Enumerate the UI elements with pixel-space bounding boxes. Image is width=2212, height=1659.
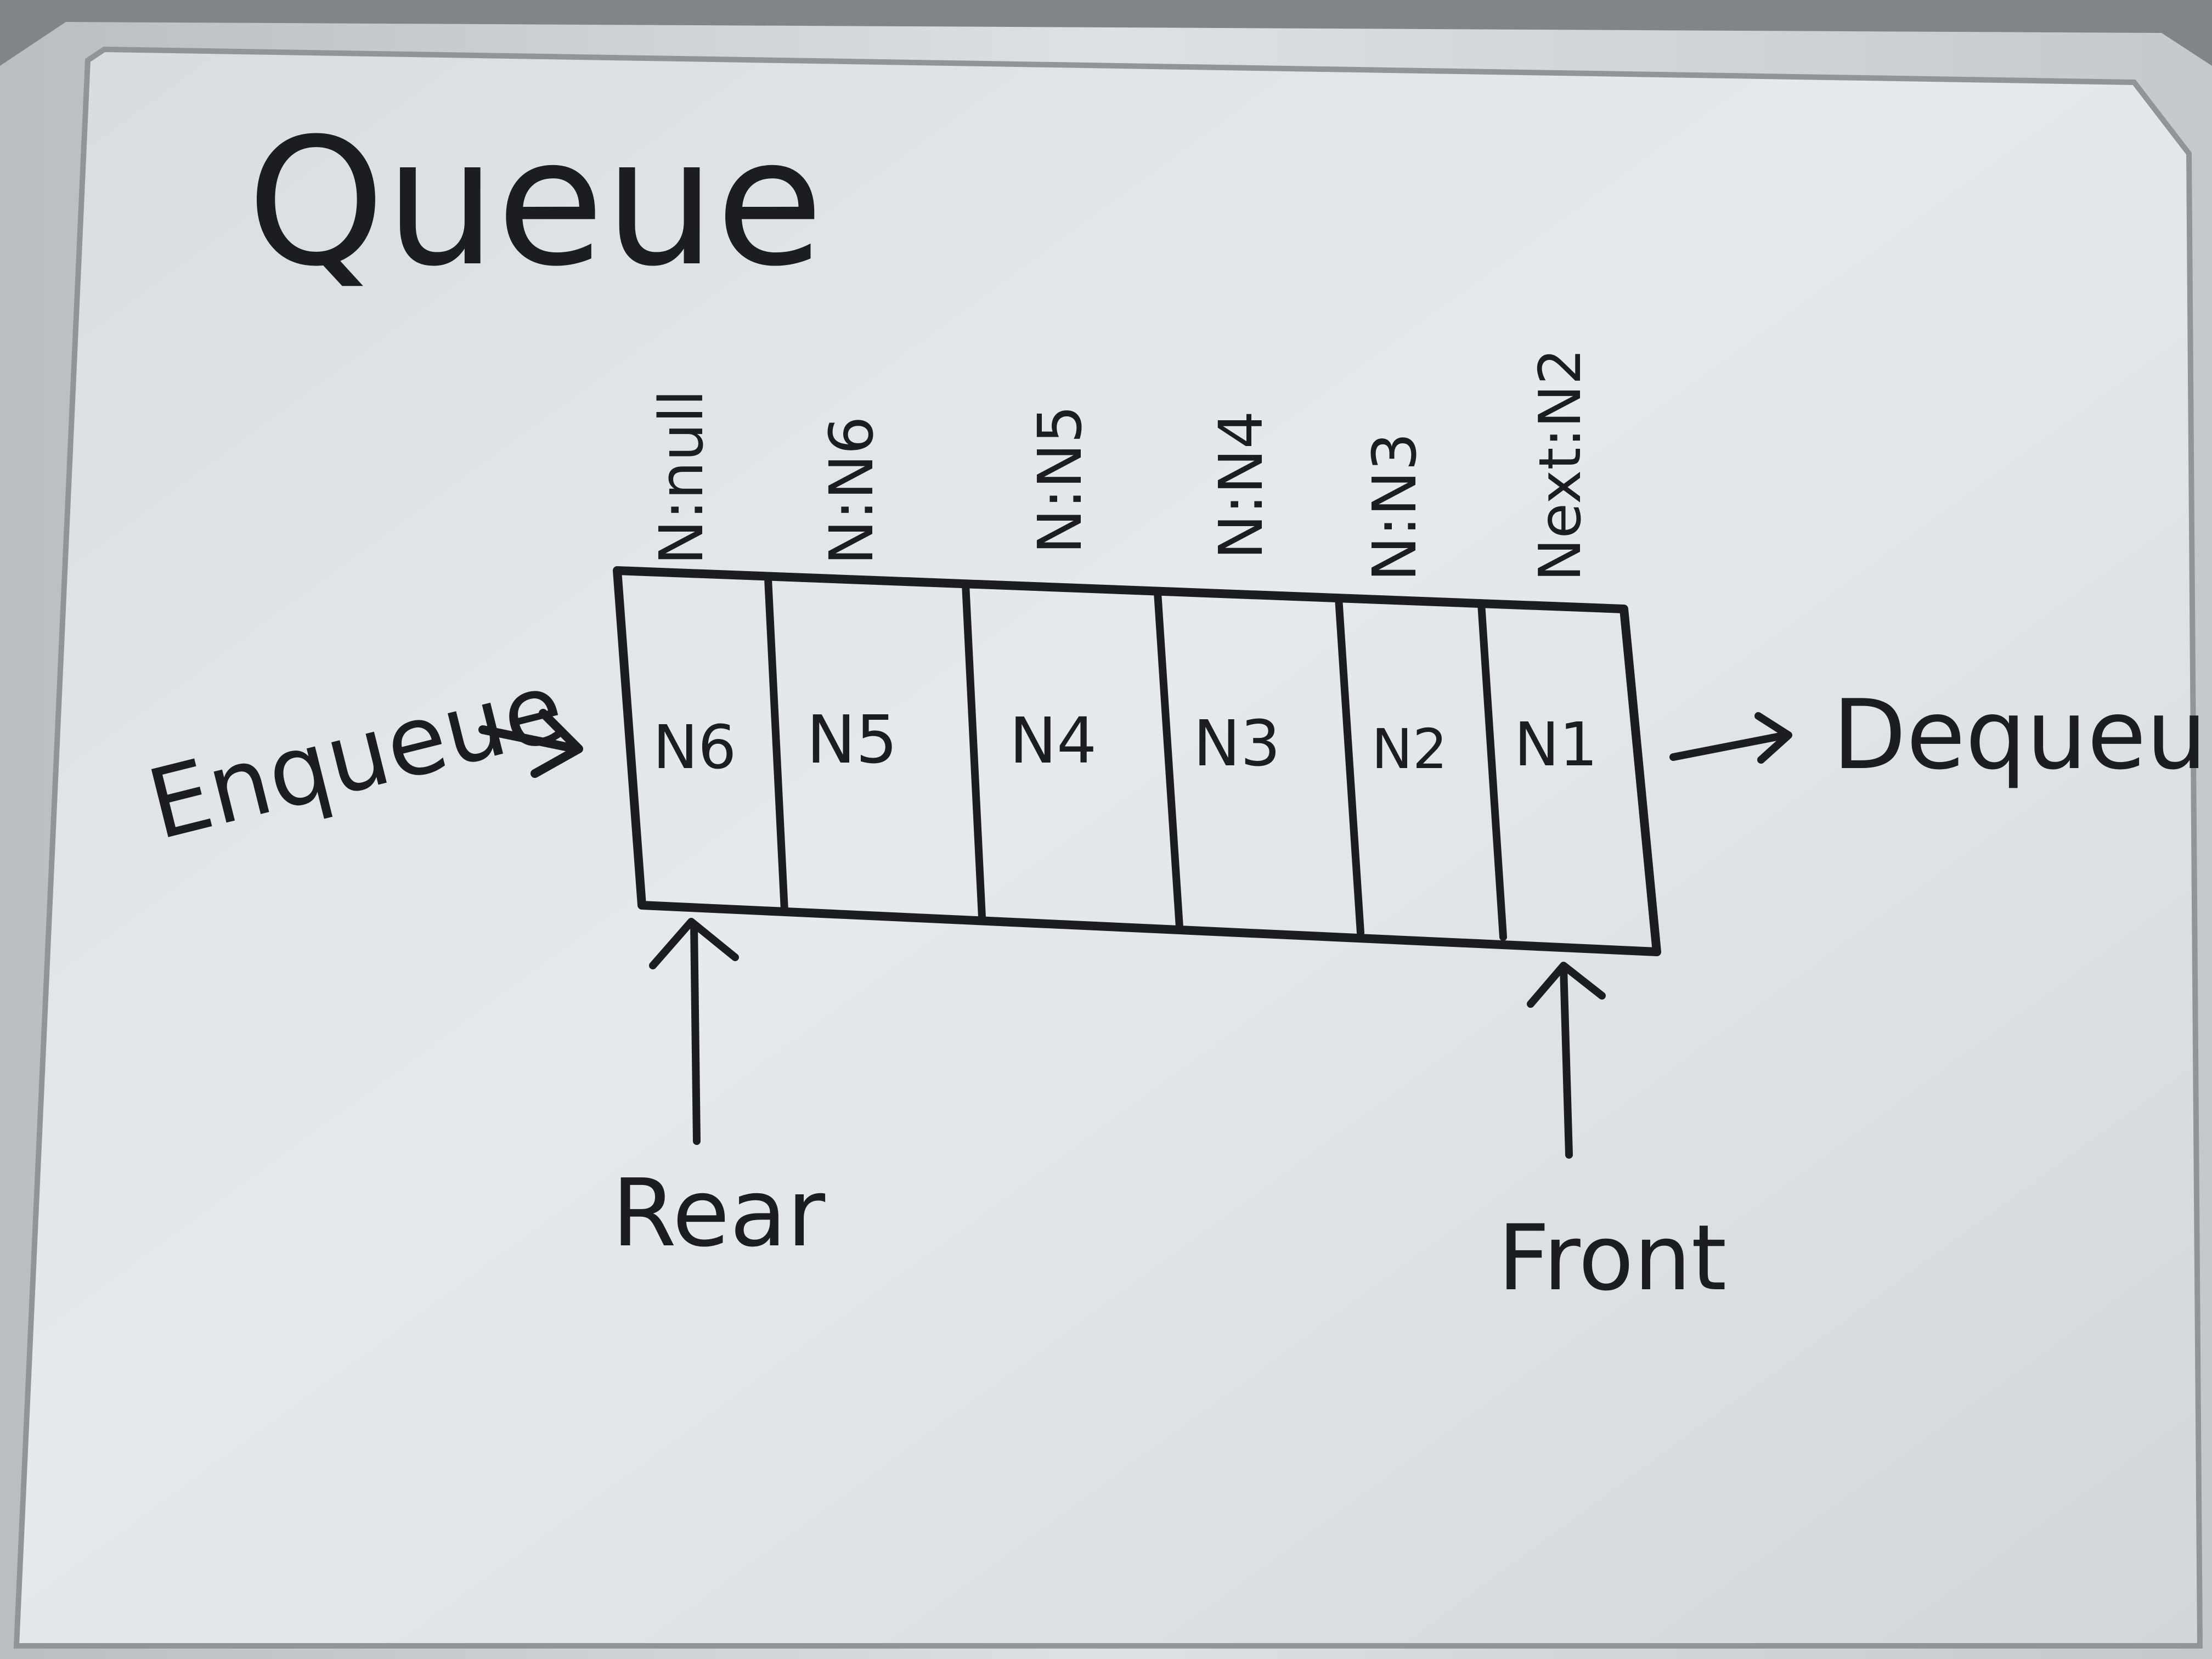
front-arrow <box>1527 962 1606 1159</box>
node-label-n3: N3 <box>1193 707 1280 781</box>
dequeue-label: Dequeue <box>1832 680 2212 791</box>
page-title: Queue <box>247 101 823 305</box>
node-label-n1: N1 <box>1514 709 1598 780</box>
board-surface <box>13 46 2203 1649</box>
pointer-label-n1: Next:N2 <box>1527 348 1594 582</box>
node-label-n5: N5 <box>806 702 898 778</box>
enqueue-arrow <box>478 709 583 778</box>
pointer-label-n5: N:N6 <box>816 416 887 565</box>
node-label-n4: N4 <box>1009 704 1097 778</box>
rear-arrow <box>649 918 739 1145</box>
dequeue-arrow <box>1669 712 1792 764</box>
front-label: Front <box>1498 1205 1726 1311</box>
pointer-label-n3: N:N4 <box>1206 410 1276 560</box>
node-label-n6: N6 <box>653 712 736 782</box>
pointer-label-n6: N:null <box>646 390 716 565</box>
pointer-label-n2: N:N3 <box>1359 432 1430 582</box>
pointer-label-n4: N:N5 <box>1025 405 1095 554</box>
rear-label: Rear <box>612 1159 825 1268</box>
node-label-n2: N2 <box>1372 717 1447 781</box>
queue-box <box>613 566 1661 956</box>
